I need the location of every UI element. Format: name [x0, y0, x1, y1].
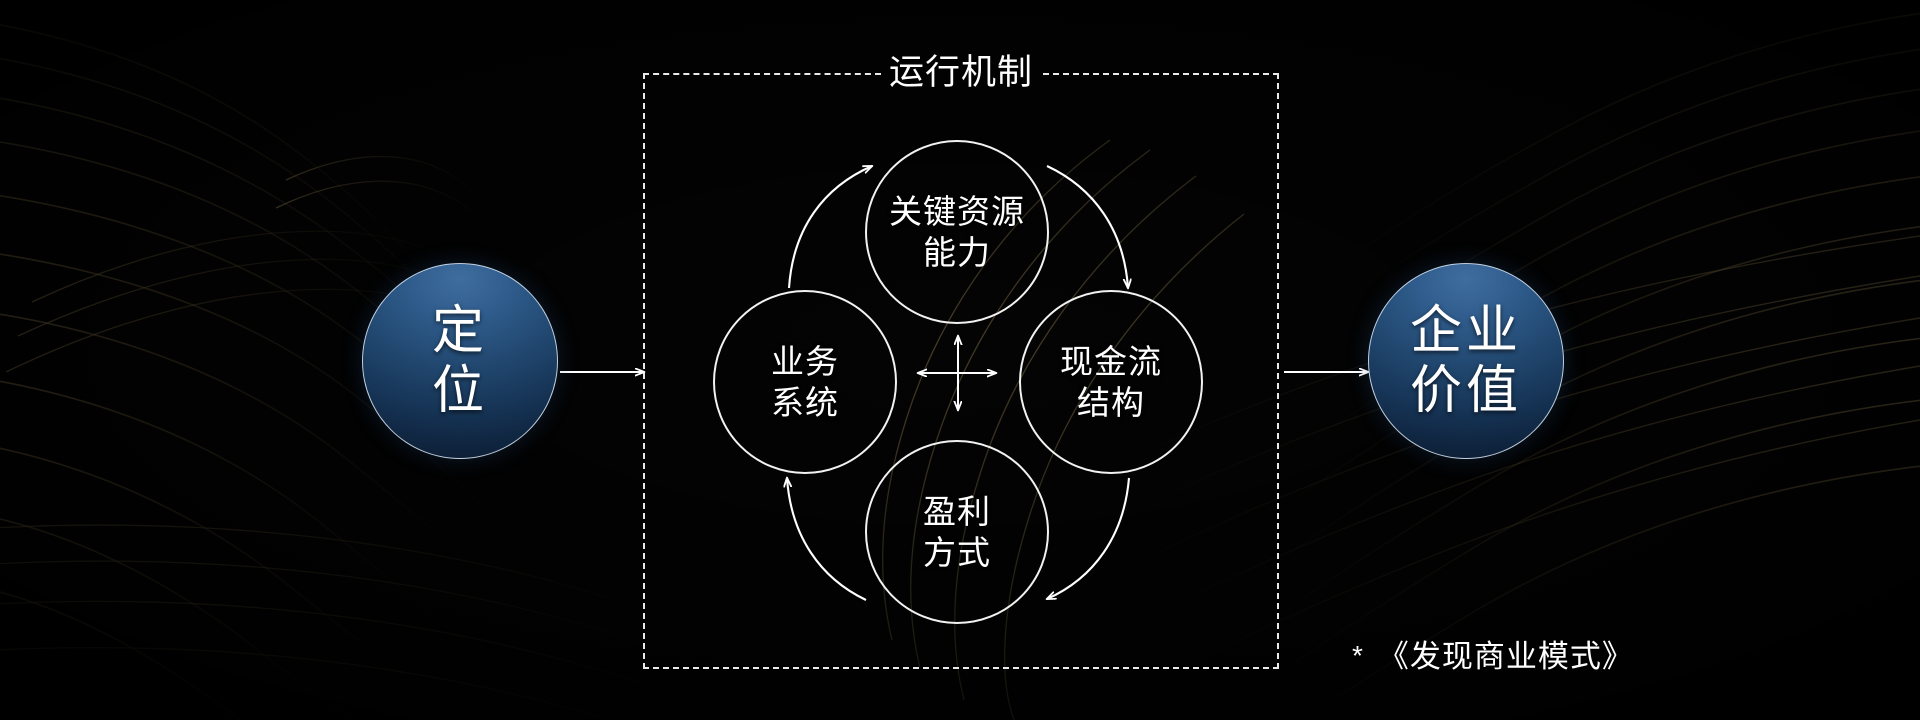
ring-key-resource-capability[interactable]: 关键资源 能力: [865, 140, 1049, 324]
ring-label-line-1: 现金流: [1060, 343, 1162, 380]
ring-label-line-2: 结构: [1077, 384, 1145, 421]
ring-label-line-1: 业务: [771, 343, 839, 380]
mechanism-frame-top-right: [1043, 73, 1279, 75]
mechanism-frame-title: 运行机制: [888, 53, 1033, 92]
ring-label-line-1: 盈利: [923, 493, 991, 530]
ring-business-system[interactable]: 业务 系统: [713, 290, 897, 474]
ring-profit-model[interactable]: 盈利 方式: [865, 440, 1049, 624]
ring-label-line-2: 系统: [771, 384, 839, 421]
ring-label-line-1: 关键资源: [889, 193, 1025, 230]
sphere-enterprise-value[interactable]: 企业 价值: [1368, 263, 1564, 459]
ring-label-line-2: 能力: [923, 234, 991, 271]
ring-cash-flow-structure[interactable]: 现金流 结构: [1019, 290, 1203, 474]
ring-label-line-2: 方式: [923, 534, 991, 571]
mechanism-frame-top-left: [643, 73, 881, 75]
sphere-label-line-2: 价值: [1409, 362, 1522, 420]
footnote: * 《发现商业模式》: [1352, 636, 1634, 677]
sphere-label-line-2: 位: [431, 362, 488, 420]
footnote-star: *: [1352, 640, 1364, 671]
sphere-label-line-1: 企业: [1409, 302, 1522, 360]
footnote-source: 《发现商业模式》: [1377, 639, 1634, 674]
sphere-positioning[interactable]: 定 位: [362, 263, 558, 459]
sphere-label-line-1: 定: [431, 302, 488, 360]
